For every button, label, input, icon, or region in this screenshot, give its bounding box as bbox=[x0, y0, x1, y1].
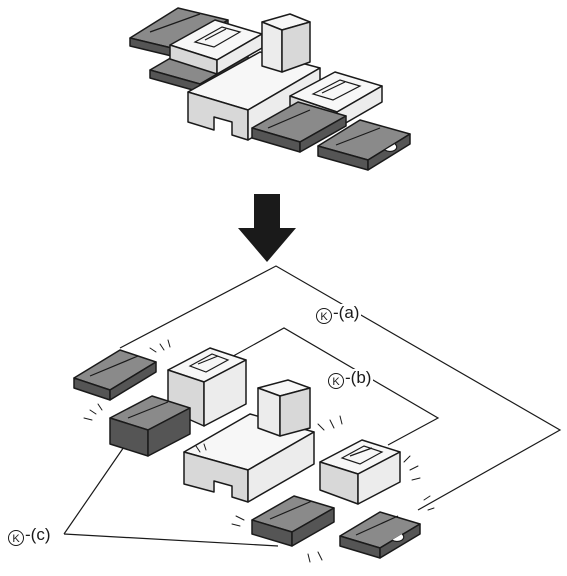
part-c-front-block bbox=[251, 495, 335, 547]
down-arrow-icon bbox=[238, 194, 296, 262]
part-a-right-plate bbox=[339, 511, 421, 559]
part-b-left-slider bbox=[167, 347, 247, 427]
part-b-right-slider bbox=[319, 439, 401, 505]
part-c-left-block bbox=[109, 395, 191, 457]
exploded-parts-illustration bbox=[73, 339, 435, 563]
assembled-left-slider bbox=[169, 19, 263, 75]
motion-tick-marks bbox=[83, 339, 435, 563]
callout-suffix-a: -(a) bbox=[333, 303, 360, 322]
callout-label-c: K-(c) bbox=[6, 525, 53, 546]
callout-label-a: K-(a) bbox=[314, 303, 362, 324]
callout-symbol-c: K bbox=[8, 530, 24, 546]
callout-suffix-c: -(c) bbox=[25, 525, 51, 544]
callout-symbol-b: K bbox=[328, 373, 344, 389]
callout-symbol-a: K bbox=[316, 308, 332, 324]
assembled-right-back-plate bbox=[317, 119, 411, 171]
part-a-left-plate bbox=[73, 349, 157, 401]
assembled-right-front-plate bbox=[251, 101, 347, 153]
assembled-mechanism-illustration bbox=[129, 7, 411, 171]
assembled-main-body bbox=[187, 13, 321, 141]
callout-line-a bbox=[119, 265, 562, 511]
callout-label-b: K-(b) bbox=[326, 368, 374, 389]
part-main-body bbox=[183, 379, 315, 503]
callout-suffix-b: -(b) bbox=[345, 368, 372, 387]
callout-line-c bbox=[63, 443, 279, 547]
